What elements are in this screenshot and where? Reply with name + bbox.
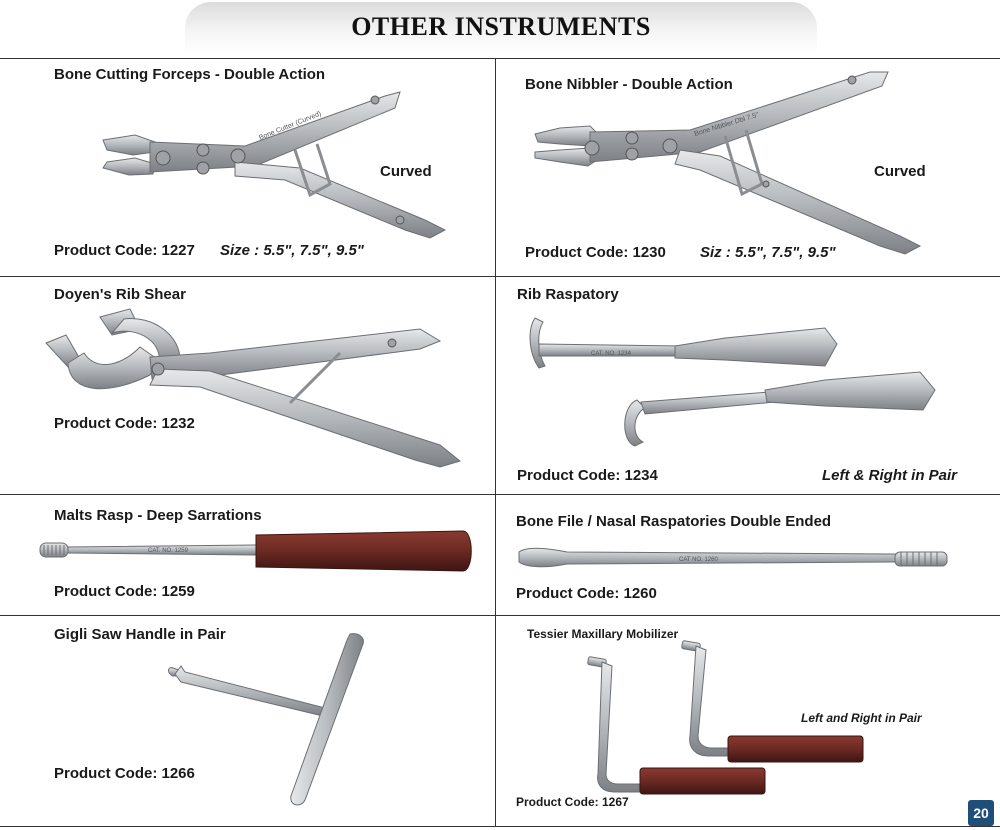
product-code: Product Code: 1266 xyxy=(54,765,195,782)
grid-line-top xyxy=(0,58,1000,59)
product-code: Product Code: 1260 xyxy=(516,585,657,602)
product-code: Product Code: 1230 xyxy=(525,244,666,261)
product-name: Bone Cutting Forceps - Double Action xyxy=(54,66,326,83)
engraving-label: CAT. NO. 1234 xyxy=(591,351,632,357)
product-code: Product Code: 1234 xyxy=(517,467,658,484)
product-name: Malts Rasp - Deep Sarrations xyxy=(54,507,262,524)
grid-line-row3 xyxy=(0,615,1000,616)
product-code: Product Code: 1267 xyxy=(516,795,629,809)
engraving-label: CAT. NO. 1259 xyxy=(148,548,189,554)
doyens-rib-shear-image xyxy=(45,308,462,468)
bone-cutting-forceps-image: Bone Cutter (Curved) xyxy=(102,91,447,239)
page-title: OTHER INSTRUMENTS xyxy=(351,12,651,41)
grid-line-row1 xyxy=(0,276,1000,277)
product-code: Product Code: 1259 xyxy=(54,583,195,600)
bone-file-image: CAT NO. 1260 xyxy=(518,547,948,568)
page-number-badge: 20 xyxy=(968,800,994,826)
size-label: Size : 5.5", 7.5", 9.5" xyxy=(220,242,364,259)
pair-note: Left and Right in Pair xyxy=(801,711,922,725)
product-name: Rib Raspatory xyxy=(517,286,619,303)
product-name: Gigli Saw Handle in Pair xyxy=(54,626,226,643)
product-name: Bone File / Nasal Raspatories Double End… xyxy=(516,513,832,530)
grid-line-vertical xyxy=(495,58,496,826)
size-label: Siz : 5.5", 7.5", 9.5" xyxy=(700,244,836,261)
product-name: Tessier Maxillary Mobilizer xyxy=(527,627,679,641)
product-code: Product Code: 1232 xyxy=(54,415,195,432)
gigli-saw-handle-image xyxy=(168,633,364,806)
bone-nibbler-image: Bone Nibbler Dbl 7.5" xyxy=(534,71,922,255)
malts-rasp-image: CAT. NO. 1259 xyxy=(39,530,472,572)
product-name: Doyen's Rib Shear xyxy=(54,286,186,303)
grid-line-row2 xyxy=(0,494,1000,495)
variant-label: Curved xyxy=(380,163,432,180)
grid-line-bottom xyxy=(0,826,1000,827)
rib-raspatory-image: CAT. NO. 1234 xyxy=(529,317,936,447)
variant-label: Curved xyxy=(874,163,926,180)
product-name: Bone Nibbler - Double Action xyxy=(525,76,733,93)
pair-note: Left & Right in Pair xyxy=(822,467,957,484)
product-code: Product Code: 1227 xyxy=(54,242,195,259)
tessier-mobilizer-image xyxy=(587,640,864,795)
header-tab xyxy=(185,2,817,54)
engraving-label: CAT NO. 1260 xyxy=(679,557,718,563)
